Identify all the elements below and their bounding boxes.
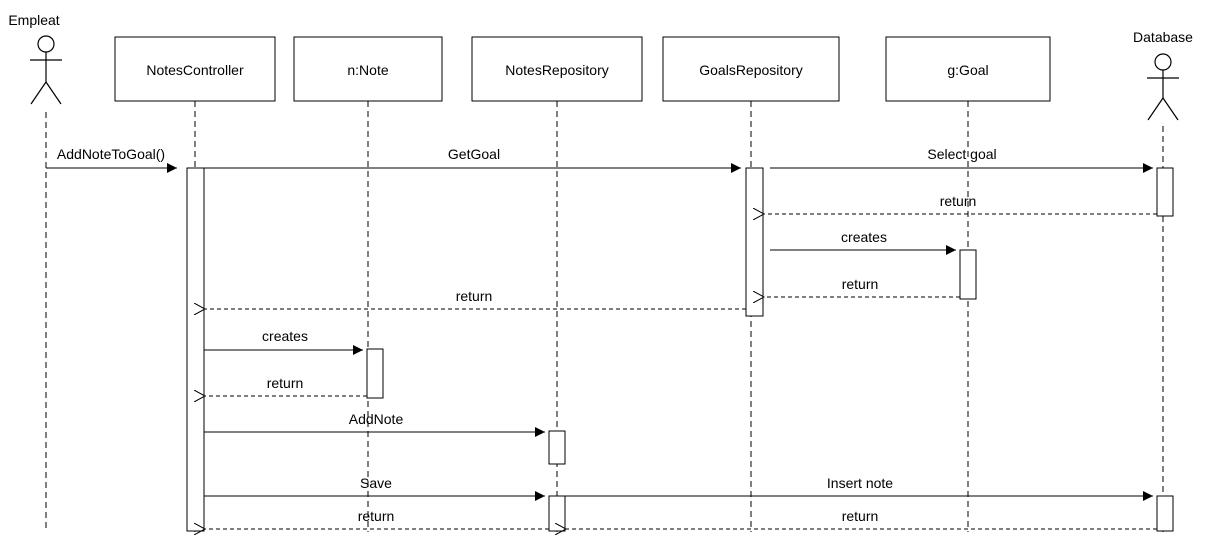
participant-note-label: n:Note (347, 62, 388, 78)
return-note-to-controller: return (205, 375, 367, 396)
activation-notes-repository-add (548, 430, 566, 465)
message-label: return (267, 375, 304, 391)
participant-goal: g:Goal (885, 36, 1051, 532)
participant-notes-controller: NotesController (114, 36, 276, 532)
participant-goal-label: g:Goal (947, 62, 988, 78)
message-insert-note: Insert note (565, 475, 1153, 501)
activation-database-select (1156, 167, 1174, 217)
message-creates-goal: creates (770, 229, 956, 255)
return-notes-repository-to-controller: return (205, 508, 549, 529)
message-label: AddNoteToGoal() (57, 146, 165, 162)
participant-notes-repository-label: NotesRepository (505, 62, 609, 78)
message-label: creates (841, 229, 887, 245)
activation-notes-controller (186, 167, 205, 532)
message-label: creates (262, 328, 308, 344)
message-creates-note: creates (204, 328, 363, 355)
message-get-goal: GetGoal (204, 146, 741, 173)
message-label: return (358, 508, 395, 524)
return-database-to-notes-repository: return (566, 508, 1157, 529)
message-label: return (456, 288, 493, 304)
participant-goal-box (885, 36, 1051, 102)
activation-goals-repository (745, 167, 764, 317)
actor-database-label: Database (1133, 29, 1193, 45)
message-add-note: AddNote (204, 411, 545, 437)
message-label: Save (360, 475, 392, 491)
return-goal-to-goals-repository: return (764, 276, 960, 297)
actor-database-figure (1147, 53, 1179, 121)
message-label: return (940, 193, 977, 209)
participant-note-box (293, 36, 443, 102)
message-label: GetGoal (448, 146, 500, 162)
participant-notes-repository-box (471, 36, 643, 102)
message-select-goal: Select goal (770, 146, 1153, 173)
participant-note: n:Note (293, 36, 443, 532)
message-label: Select goal (927, 146, 996, 162)
activation-database-insert (1156, 495, 1174, 532)
participant-notes-controller-box (114, 36, 276, 102)
message-save: Save (204, 475, 545, 501)
message-label: AddNote (349, 411, 404, 427)
return-goals-repository-to-controller: return (205, 288, 746, 309)
participant-goals-repository-label: GoalsRepository (699, 62, 803, 78)
actor-empleat-label: Empleat (8, 12, 59, 28)
message-add-note-to-goal: AddNoteToGoal() (46, 146, 177, 173)
message-label: Insert note (827, 475, 893, 491)
actor-empleat-figure (30, 35, 62, 105)
actor-empleat: Empleat (8, 12, 62, 532)
activation-goal (959, 249, 977, 300)
activation-note (366, 348, 384, 399)
message-label: return (842, 508, 879, 524)
actor-database: Database (1133, 29, 1193, 532)
participant-notes-controller-label: NotesController (146, 62, 244, 78)
message-label: return (842, 276, 879, 292)
participant-goals-repository-box (662, 36, 840, 102)
participant-notes-repository: NotesRepository (471, 36, 643, 532)
activation-notes-repository-save (548, 495, 566, 532)
return-database-to-goals-repository: return (764, 193, 1157, 214)
